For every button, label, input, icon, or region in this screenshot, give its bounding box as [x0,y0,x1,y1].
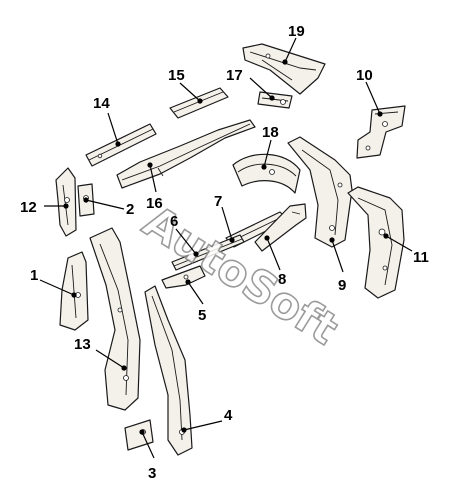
part-19-rear-header [242,43,326,95]
callout-8: 8 [278,271,286,288]
part-5-sill-bracket [161,265,206,289]
callout-2: 2 [126,201,134,218]
callout-12: 12 [20,199,37,216]
callout-19: 19 [288,23,305,40]
callout-14: 14 [93,95,110,112]
callout-11: 11 [413,249,429,266]
callout-5: 5 [198,307,206,324]
callout-18: 18 [262,124,279,141]
part-1-lower-reinforcement [59,251,89,331]
callout-13: 13 [74,336,91,353]
callouts: 19 17 15 14 10 18 16 12 2 [20,23,429,482]
part-17-small-bracket [257,91,293,109]
part-9-rear-pillar-left [287,136,353,248]
callout-16: 16 [146,195,163,212]
callout-6: 6 [170,213,178,230]
callout-10: 10 [356,67,373,84]
part-18-wheel-arch [232,153,301,194]
part-14-roof-bow-front [85,123,157,167]
part-13-a-pillar-inner [89,227,141,411]
callout-17: 17 [226,67,243,84]
callout-7: 7 [214,193,222,210]
part-4-b-pillar-inner [144,285,193,456]
part-6-sill-reinforcement [171,234,245,271]
callout-1: 1 [30,267,38,284]
part-11-rear-pillar-right [347,186,405,299]
part-12-hinge-bracket [55,167,77,237]
callout-15: 15 [168,67,185,84]
callout-3: 3 [148,465,156,482]
callout-4: 4 [224,407,233,424]
callout-9: 9 [338,277,346,294]
